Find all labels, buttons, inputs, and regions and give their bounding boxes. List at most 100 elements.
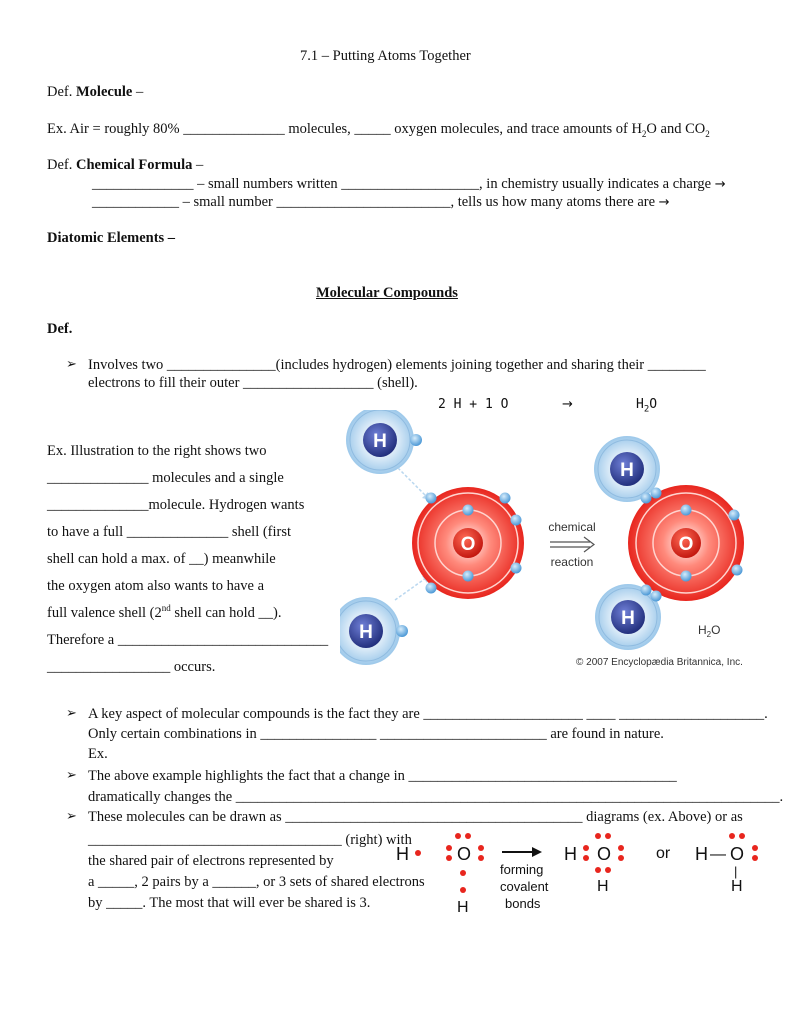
- hydrogen-atom-left-bottom: H: [340, 597, 408, 665]
- def-molecule: Def. Molecule –: [47, 83, 143, 101]
- section-heading: Molecular Compounds: [316, 285, 458, 301]
- approach-arrow: [394, 577, 427, 601]
- highlight-line-1: The above example highlights the fact th…: [88, 768, 677, 784]
- product-sub: 2: [643, 404, 650, 415]
- valence-sup: nd: [161, 603, 171, 614]
- key-aspect-line-1: A key aspect of molecular compounds is t…: [88, 706, 768, 722]
- page-title: 7.1 – Putting Atoms Together: [300, 48, 471, 64]
- bullet-icon: ➢: [66, 809, 77, 824]
- oxygen-atom-left: O: [412, 487, 524, 599]
- therefore-line: Therefore a ____________________________…: [47, 632, 329, 648]
- approach-arrow: [397, 467, 427, 497]
- key-aspect-line-3: Ex.: [88, 746, 108, 762]
- def-chemical-formula: Def. Chemical Formula –: [47, 156, 203, 174]
- lewis-h: H: [695, 844, 708, 864]
- air-text-b: O and CO: [646, 121, 706, 137]
- illustration-line: to have a full ______________ shell (fir…: [47, 524, 292, 540]
- hydrogen-atom-right-bottom: H: [595, 584, 662, 650]
- h-label: H: [620, 460, 634, 481]
- lewis-o: O: [730, 844, 744, 864]
- air-sub-2: 2: [705, 128, 710, 139]
- lewis-h: H: [564, 844, 577, 864]
- involves-line-1: Involves two _______________(includes hy…: [88, 357, 706, 373]
- bullet-icon: ➢: [66, 706, 77, 721]
- product-h: H: [636, 397, 644, 412]
- def-suffix: –: [192, 157, 204, 173]
- equation-reactants: 2 H + 1 O: [438, 397, 509, 412]
- forming-label: bonds: [505, 896, 541, 911]
- electron: [396, 625, 408, 637]
- electron: [410, 434, 422, 446]
- valence-text-a: full valence shell (2: [47, 605, 162, 621]
- lewis-o: O: [457, 844, 471, 864]
- therefore-line: _________________ occurs.: [47, 659, 216, 675]
- illustration-line: ______________molecule. Hydrogen wants: [47, 497, 305, 513]
- def-suffix: –: [132, 84, 144, 100]
- right-arrow-icon: →: [658, 195, 670, 210]
- equation-arrow-icon: →: [562, 397, 573, 412]
- illustration-line: the oxygen atom also wants to have a: [47, 578, 265, 594]
- air-example: Ex. Air = roughly 80% ______________ mol…: [47, 120, 710, 138]
- bond-dash: —: [710, 846, 726, 863]
- valence-line: full valence shell (2nd shell can hold _…: [47, 600, 328, 627]
- product-label: H2O: [698, 623, 720, 639]
- illustration-line: Ex. Illustration to the right shows two: [47, 443, 267, 459]
- lewis-h: H: [597, 878, 609, 895]
- h-label: H: [359, 622, 373, 643]
- equation-product: H2O: [636, 396, 657, 414]
- formula-line-text: ______________ – small numbers written _…: [92, 176, 715, 192]
- diatomic-elements: Diatomic Elements –: [47, 230, 176, 246]
- illustration-line: shell can hold a max. of __) meanwhile: [47, 551, 276, 567]
- def-prefix: Def.: [47, 84, 76, 100]
- reaction-arrow-icon: [550, 536, 595, 553]
- lewis-h: H: [396, 844, 409, 864]
- drawn-line-1: These molecules can be drawn as ________…: [88, 809, 743, 825]
- drawn-line: by _____. The most that will ever be sha…: [88, 895, 371, 911]
- forming-label: forming: [500, 862, 543, 877]
- hydrogen-atom-right-top: H: [594, 436, 662, 504]
- forming-arrow-icon: [502, 847, 542, 857]
- term-molecule: Molecule: [76, 84, 133, 100]
- air-text-a: Ex. Air = roughly 80% ______________ mol…: [47, 121, 642, 137]
- formula-line-subscript: ____________ – small number ____________…: [92, 193, 670, 212]
- water-formation-figure: H H O chemical reaction: [340, 410, 744, 668]
- drawn-line: ___________________________________ (rig…: [88, 832, 412, 848]
- hydrogen-atom-left-top: H: [346, 410, 422, 474]
- h-label: H: [621, 608, 635, 629]
- o-label: O: [679, 534, 694, 555]
- or-label: or: [656, 845, 671, 862]
- drawn-line: a _____, 2 pairs by a ______, or 3 sets …: [88, 874, 425, 890]
- formula-line-text: ____________ – small number ____________…: [92, 194, 659, 210]
- highlight-line-2: dramatically changes the _______________…: [88, 789, 784, 805]
- product-sub: 2: [707, 630, 712, 639]
- drawn-text: ___________________________________ (rig…: [88, 830, 425, 914]
- air-sub-1: 2: [641, 128, 647, 139]
- reaction-label: reaction: [551, 555, 594, 569]
- reaction-label: chemical: [548, 520, 595, 534]
- product-h: H: [698, 623, 707, 637]
- bullet-icon: ➢: [66, 357, 77, 372]
- def-prefix: Def.: [47, 157, 76, 173]
- key-aspect-line-2: Only certain combinations in ___________…: [88, 726, 664, 742]
- bullet-icon: ➢: [66, 768, 77, 783]
- right-arrow-icon: →: [714, 177, 726, 192]
- involves-line-2: electrons to fill their outer __________…: [88, 375, 418, 391]
- illustration-text: Ex. Illustration to the right shows two …: [47, 438, 328, 681]
- product-o: O: [649, 397, 658, 412]
- term-chemical-formula: Chemical Formula: [76, 157, 193, 173]
- lewis-h: H: [457, 899, 469, 916]
- o-label: O: [461, 534, 476, 555]
- def-label: Def.: [47, 321, 73, 337]
- valence-text-b: shell can hold __).: [170, 605, 282, 621]
- lewis-o: O: [597, 844, 611, 864]
- bond-bar: |: [734, 864, 737, 879]
- illustration-line: ______________ molecules and a single: [47, 470, 284, 486]
- h-label: H: [373, 431, 387, 452]
- drawn-line: the shared pair of electrons represented…: [88, 853, 334, 869]
- formula-line-superscript: ______________ – small numbers written _…: [92, 175, 726, 194]
- copyright: © 2007 Encyclopædia Britannica, Inc.: [576, 657, 743, 668]
- oxygen-atom-right: O: [628, 485, 744, 601]
- lewis-structure-diagram: H O H forming covalent bonds H O H or H …: [396, 833, 758, 916]
- forming-label: covalent: [500, 879, 549, 894]
- product-o: O: [711, 623, 720, 637]
